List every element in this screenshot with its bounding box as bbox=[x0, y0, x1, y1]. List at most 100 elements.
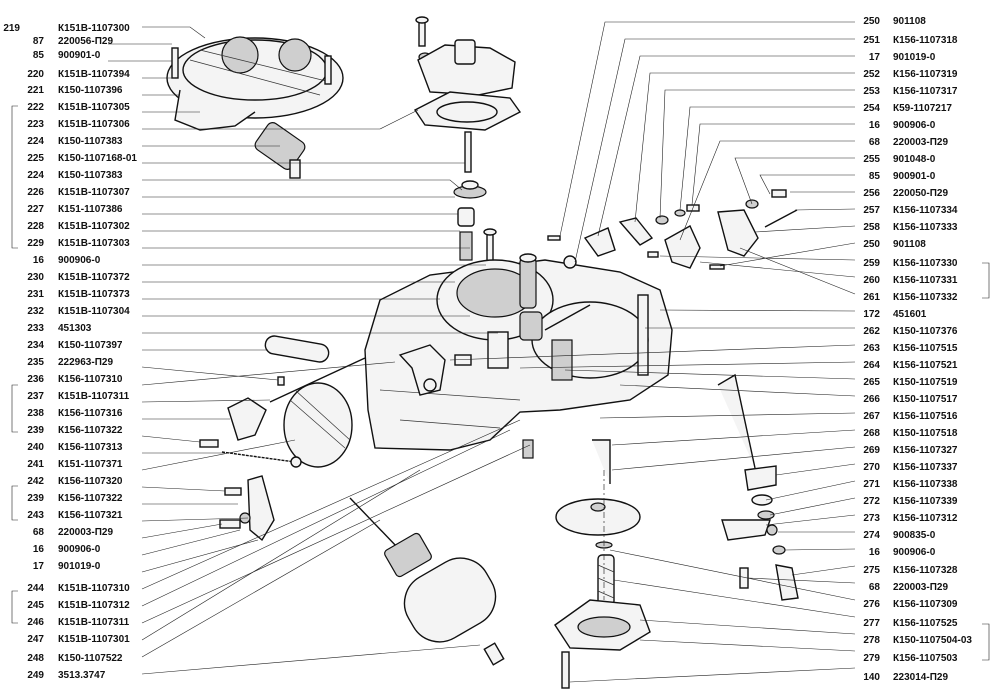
left-label-num: 247 bbox=[27, 634, 44, 645]
right-label-num: 270 bbox=[863, 462, 880, 473]
right-label-code: К156-1107328 bbox=[893, 565, 958, 576]
right-label-num: 68 bbox=[869, 582, 881, 593]
left-label-code: К151В-1107305 bbox=[58, 102, 130, 113]
left-label-num: 226 bbox=[27, 187, 44, 198]
right-label-code: К150-1107376 bbox=[893, 326, 958, 337]
right-label-code: К156-1107331 bbox=[893, 275, 958, 286]
right-label-code: К156-1107309 bbox=[893, 599, 958, 610]
right-label-code: К156-1107327 bbox=[893, 445, 958, 456]
right-label-num: 277 bbox=[863, 618, 880, 629]
right-label-code: 900906-0 bbox=[893, 120, 936, 131]
left-label-code: К151В-1107310 bbox=[58, 583, 130, 594]
left-label-num: 231 bbox=[27, 289, 44, 300]
left-label-num: 220 bbox=[27, 69, 44, 80]
right-label-num: 172 bbox=[863, 309, 880, 320]
right-label-num: 274 bbox=[863, 530, 880, 541]
left-label-num: 241 bbox=[27, 459, 44, 470]
left-label-num: 239 bbox=[27, 493, 44, 504]
right-label-code: 900835-0 bbox=[893, 530, 936, 541]
left-label-code: К156-1107316 bbox=[58, 408, 123, 419]
right-label-code: К156-1107516 bbox=[893, 411, 958, 422]
left-label-num: 221 bbox=[27, 85, 44, 96]
right-label-num: 255 bbox=[863, 154, 880, 165]
right-label-code: К156-1107337 bbox=[893, 462, 958, 473]
right-leaders bbox=[449, 21, 856, 683]
right-label-code: К156-1107334 bbox=[893, 205, 958, 216]
right-label-num: 267 bbox=[863, 411, 880, 422]
right-label-code: К156-1107330 bbox=[893, 258, 958, 269]
left-label-code: 220003-П29 bbox=[58, 527, 113, 538]
right-label-num: 85 bbox=[869, 171, 881, 182]
right-label-code: К156-1107339 bbox=[893, 496, 958, 507]
right-label-code: 900901-0 bbox=[893, 171, 936, 182]
right-label-code: 220003-П29 bbox=[893, 582, 948, 593]
right-label-code: К150-1107517 bbox=[893, 394, 958, 405]
right-label-num: 259 bbox=[863, 258, 880, 269]
right-label-num: 268 bbox=[863, 428, 880, 439]
left-label-num: 245 bbox=[27, 600, 44, 611]
left-label-num: 238 bbox=[27, 408, 44, 419]
right-label-code: К156-1107317 bbox=[893, 86, 958, 97]
left-label-code: К151В-1107311 bbox=[58, 617, 130, 628]
right-label-num: 256 bbox=[863, 188, 880, 199]
left-label-code: К151В-1107301 bbox=[58, 634, 130, 645]
left-label-num: 219 bbox=[3, 23, 20, 34]
left-label-code: К150-1107396 bbox=[58, 85, 123, 96]
right-linkage bbox=[717, 373, 799, 601]
right-label-code: К156-1107333 bbox=[893, 222, 958, 233]
right-label-num: 273 bbox=[863, 513, 880, 524]
right-label-num: 253 bbox=[863, 86, 880, 97]
jet-small bbox=[522, 439, 534, 459]
right-label-code: 451601 bbox=[893, 309, 927, 320]
left-label-code: К150-1107168-01 bbox=[58, 153, 137, 164]
left-label-column: 219 К151В-1107300 87 220056-П29 85 90090… bbox=[3, 23, 137, 681]
lever-with-screws bbox=[219, 475, 275, 542]
left-label-code: К151В-1107311 bbox=[58, 391, 130, 402]
right-label-code: 901019-0 bbox=[893, 52, 936, 63]
right-label-num: 271 bbox=[863, 479, 880, 490]
top-cover-with-screw bbox=[413, 16, 522, 131]
right-label-num: 251 bbox=[863, 35, 880, 46]
right-label-num: 68 bbox=[869, 137, 881, 148]
left-label-code: 900906-0 bbox=[58, 544, 101, 555]
left-label-code: 220056-П29 bbox=[58, 36, 113, 47]
left-label-code: К156-1107321 bbox=[58, 510, 123, 521]
right-label-code: К156-1107332 bbox=[893, 292, 958, 303]
left-label-code: К156-1107322 bbox=[58, 425, 123, 436]
right-label-code: К59-1107217 bbox=[893, 103, 952, 114]
carburetor-cover-assembly bbox=[166, 36, 344, 131]
throttle-axle-parts bbox=[199, 335, 366, 468]
right-label-code: К150-1107519 bbox=[893, 377, 958, 388]
right-label-num: 257 bbox=[863, 205, 880, 216]
left-label-num: 225 bbox=[27, 153, 44, 164]
left-label-num: 244 bbox=[27, 583, 44, 594]
left-group-brackets bbox=[11, 105, 18, 624]
right-label-num: 254 bbox=[863, 103, 880, 114]
right-label-code: 901108 bbox=[893, 239, 926, 250]
left-label-code: К151В-1107312 bbox=[58, 600, 130, 611]
left-label-code: К151В-1107394 bbox=[58, 69, 130, 80]
right-label-code: К156-1107338 bbox=[893, 479, 958, 490]
left-label-num: 87 bbox=[33, 36, 45, 47]
left-label-code: 900906-0 bbox=[58, 255, 101, 266]
left-label-num: 235 bbox=[27, 357, 44, 368]
right-label-num: 276 bbox=[863, 599, 880, 610]
left-label-num: 224 bbox=[27, 136, 44, 147]
right-label-code: 901048-0 bbox=[893, 154, 936, 165]
left-label-num: 229 bbox=[27, 238, 44, 249]
right-label-num: 263 bbox=[863, 343, 880, 354]
left-label-code: К156-1107313 bbox=[58, 442, 123, 453]
left-label-code: К151В-1107303 bbox=[58, 238, 130, 249]
left-label-num: 224 bbox=[27, 170, 44, 181]
right-label-code: 220003-П29 bbox=[893, 137, 948, 148]
right-label-num: 261 bbox=[863, 292, 880, 303]
left-label-code: К151-1107371 bbox=[58, 459, 123, 470]
right-label-code: К150-1107504-03 bbox=[893, 635, 972, 646]
left-label-code: 222963-П29 bbox=[58, 357, 113, 368]
right-label-code: К156-1107525 bbox=[893, 618, 958, 629]
left-label-code: К150-1107383 bbox=[58, 170, 123, 181]
left-label-num: 228 bbox=[27, 221, 44, 232]
left-label-num: 222 bbox=[27, 102, 44, 113]
right-group-brackets bbox=[982, 262, 990, 661]
right-label-code: К156-1107515 bbox=[893, 343, 958, 354]
